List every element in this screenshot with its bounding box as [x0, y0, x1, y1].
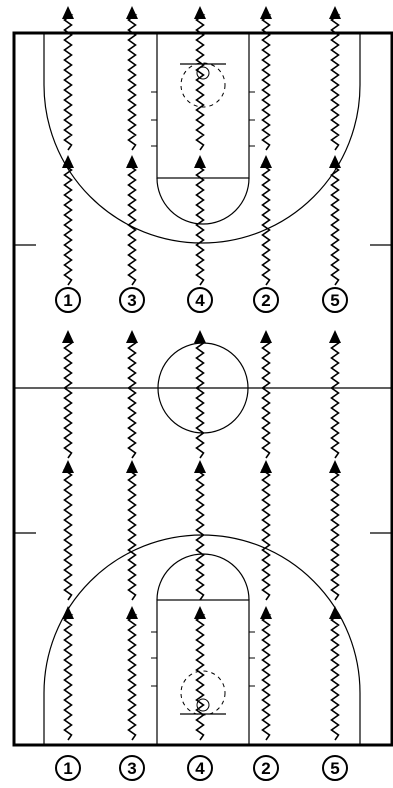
- arrowhead-icon: [62, 155, 74, 168]
- circle-player-icon: 3: [119, 287, 145, 313]
- player-number-label: 3: [127, 759, 136, 778]
- zigzag-dribble-icon: [127, 337, 137, 459]
- zigzag-dribble-icon: [195, 162, 205, 286]
- circle-player-icon: 2: [253, 755, 279, 781]
- bottom-free-throw-arc: [156, 553, 250, 601]
- zigzag-dribble-icon: [127, 162, 137, 286]
- arrowhead-icon: [126, 606, 138, 619]
- player-number-label: 5: [330, 759, 339, 778]
- bottom-lane-hashes: [151, 631, 255, 687]
- zigzag-dribble-icon: [127, 13, 138, 151]
- zigzag-dribble-icon: [127, 613, 138, 741]
- zigzag-dribble-icon: [261, 162, 271, 286]
- arrowhead-icon: [260, 606, 272, 619]
- circle-player-icon: 5: [322, 755, 348, 781]
- player-number-label: 4: [195, 291, 205, 310]
- player-number-label: 1: [63, 291, 72, 310]
- zigzag-dribble-icon: [261, 467, 271, 601]
- player-number-label: 3: [127, 291, 136, 310]
- arrowhead-icon: [62, 460, 74, 473]
- arrowhead-icon: [194, 6, 206, 19]
- zigzag-dribble-icon: [330, 13, 341, 151]
- zigzag-dribble-icon: [261, 613, 272, 741]
- arrowhead-icon: [194, 330, 206, 343]
- arrowhead-icon: [260, 460, 272, 473]
- arrowhead-icon: [126, 330, 138, 343]
- zigzag-dribble-icon: [261, 337, 271, 459]
- circle-player-icon: 1: [55, 287, 81, 313]
- zigzag-dribble-icon: [195, 337, 205, 459]
- bottom-key: [156, 599, 250, 746]
- player-number-label: 1: [63, 759, 72, 778]
- zigzag-dribble-icon: [330, 337, 340, 459]
- player-number-label: 4: [195, 759, 205, 778]
- arrowhead-icon: [126, 155, 138, 168]
- top-lane-hashes: [151, 91, 255, 147]
- lane-1: 11: [55, 6, 81, 781]
- zigzag-dribble-icon: [195, 613, 206, 741]
- arrowhead-icon: [329, 606, 341, 619]
- arrowhead-icon: [126, 6, 138, 19]
- zigzag-dribble-icon: [63, 613, 74, 741]
- player-number-label: 2: [261, 291, 270, 310]
- lane-3: 44: [187, 6, 213, 781]
- sideline-hashes: [14, 244, 392, 534]
- bottom-rim: [196, 698, 210, 712]
- arrowhead-icon: [329, 460, 341, 473]
- top-key: [156, 32, 250, 179]
- zigzag-dribble-icon: [261, 13, 272, 151]
- lane-5: 55: [322, 6, 348, 781]
- zigzag-dribble-icon: [63, 13, 74, 151]
- circle-player-icon: 1: [55, 755, 81, 781]
- lane-2: 33: [119, 6, 145, 781]
- top-dashed-circle: [180, 62, 226, 108]
- top-rim: [196, 66, 210, 80]
- arrowhead-icon: [329, 6, 341, 19]
- bottom-three-point-arc: [43, 534, 361, 745]
- zigzag-dribble-icon: [195, 13, 206, 151]
- bottom-dashed-circle: [180, 670, 226, 716]
- zigzag-dribble-icon: [63, 162, 73, 286]
- player-number-label: 2: [261, 759, 270, 778]
- circle-player-icon: 2: [253, 287, 279, 313]
- lane-4: 22: [253, 6, 279, 781]
- arrowhead-icon: [329, 330, 341, 343]
- zigzag-dribble-icon: [330, 162, 340, 286]
- top-free-throw-arc: [156, 177, 250, 225]
- zigzag-dribble-icon: [127, 467, 137, 601]
- zigzag-dribble-icon: [63, 467, 73, 601]
- circle-player-icon: 5: [322, 287, 348, 313]
- arrowhead-icon: [194, 460, 206, 473]
- zigzag-dribble-icon: [330, 467, 340, 601]
- arrowhead-icon: [194, 606, 206, 619]
- zigzag-dribble-icon: [330, 613, 341, 741]
- arrowhead-icon: [126, 460, 138, 473]
- top-three-point-arc: [43, 33, 361, 244]
- zigzag-dribble-icon: [63, 337, 73, 459]
- arrowhead-icon: [260, 6, 272, 19]
- arrowhead-icon: [260, 330, 272, 343]
- circle-player-icon: 3: [119, 755, 145, 781]
- arrowhead-icon: [194, 155, 206, 168]
- player-number-label: 5: [330, 291, 339, 310]
- arrowhead-icon: [260, 155, 272, 168]
- arrowhead-icon: [329, 155, 341, 168]
- circle-player-icon: 4: [187, 287, 213, 313]
- circle-player-icon: 4: [187, 755, 213, 781]
- arrowhead-icon: [62, 330, 74, 343]
- zigzag-dribble-icon: [195, 467, 205, 601]
- arrowhead-icon: [62, 606, 74, 619]
- arrowhead-icon: [62, 6, 74, 19]
